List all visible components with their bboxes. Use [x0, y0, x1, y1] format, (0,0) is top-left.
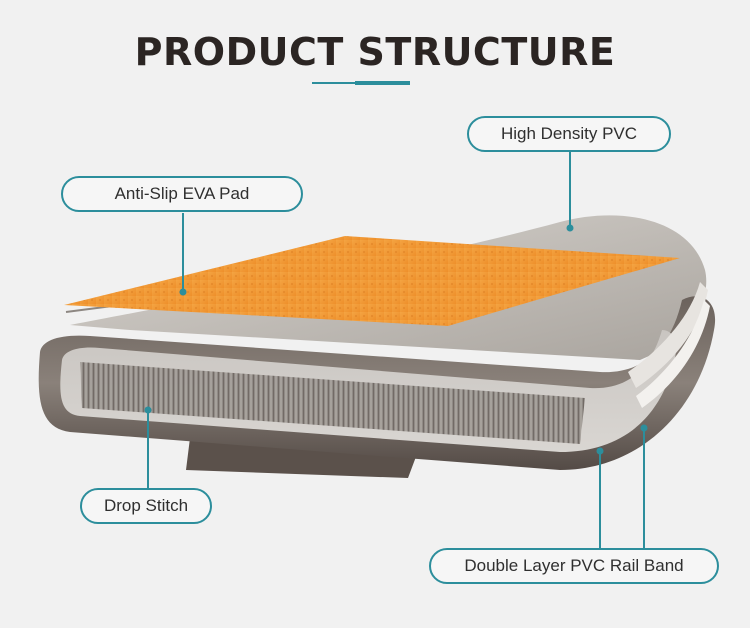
connector-dot	[179, 288, 187, 296]
page-title: PRODUCT STRUCTURE	[134, 30, 616, 74]
eva-pad-layer	[64, 236, 680, 326]
title-underline-accent	[355, 81, 410, 85]
connector-dot	[566, 224, 574, 232]
label-anti-slip-eva-pad: Anti-Slip EVA Pad	[61, 176, 303, 212]
connector-dot	[144, 406, 152, 414]
rail-band-second-layer	[636, 300, 710, 408]
label-high-density-pvc: High Density PVC	[467, 116, 671, 152]
connector-dot	[640, 424, 648, 432]
label-double-layer-pvc-rail-band: Double Layer PVC Rail Band	[429, 548, 719, 584]
rail-band-highlight	[628, 282, 708, 388]
connector-dot	[596, 447, 604, 455]
drop-stitch-fibers	[80, 362, 585, 444]
label-drop-stitch: Drop Stitch	[80, 488, 212, 524]
